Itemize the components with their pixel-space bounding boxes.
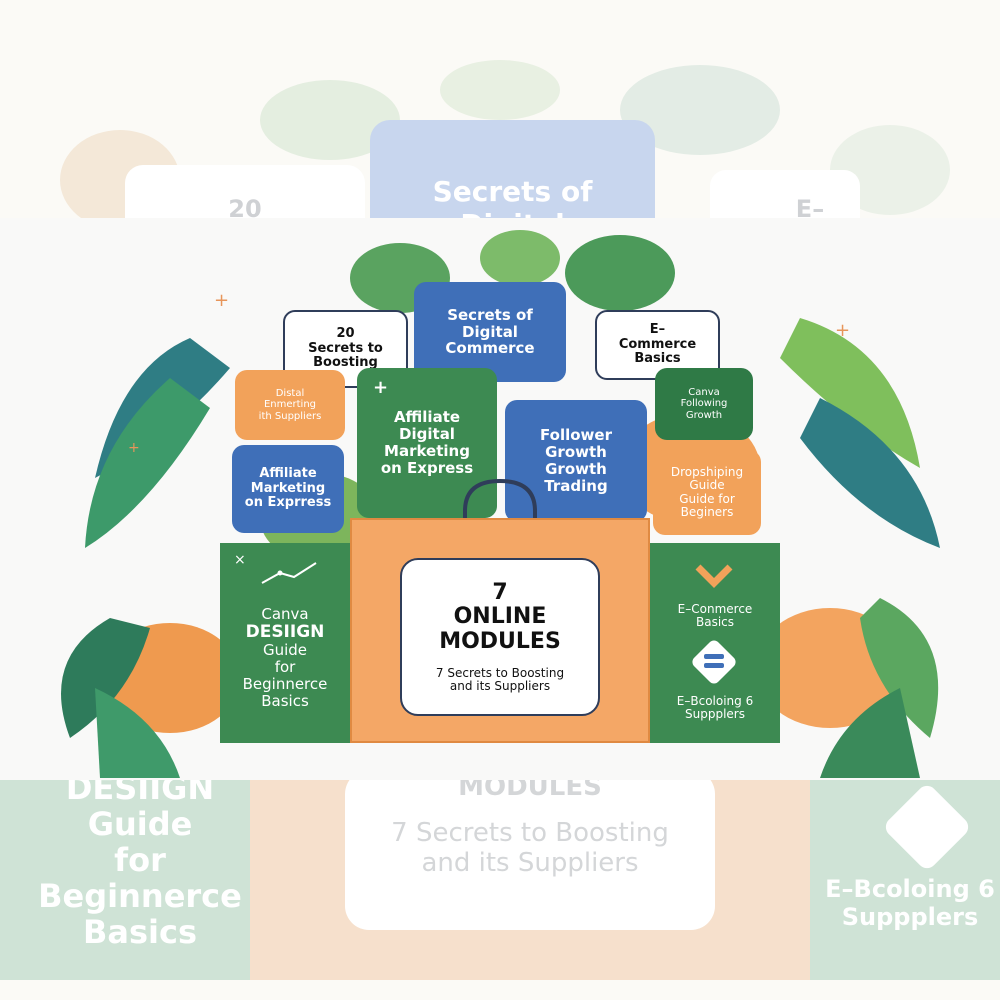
card-follower-growth: Follower Growth Growth Trading bbox=[505, 400, 647, 522]
close-icon: × bbox=[234, 552, 246, 568]
card-canva-design: × Canva DESIIGN Guide for Beginnerce Bas… bbox=[220, 543, 350, 743]
bg-bottom-right-text: E–Bcoloing 6 Suppplers bbox=[825, 875, 995, 931]
sparkle-icon: + bbox=[214, 290, 230, 311]
card-affiliate-center: + Affiliate Digital Marketing on Express bbox=[357, 368, 497, 518]
trend-line-icon bbox=[261, 562, 317, 584]
main-title-card: 7 ONLINE MODULES 7 Secrets to Boosting a… bbox=[400, 558, 600, 716]
bg-bottom-center-text: MODULES 7 Secrets to Boosting and its Su… bbox=[391, 772, 669, 878]
heart-check-icon bbox=[695, 564, 733, 588]
sparkle-icon: + bbox=[835, 320, 851, 341]
card-ebcoloing-right: E–Bcoloing 6 Suppplers bbox=[676, 693, 754, 721]
plus-icon: + bbox=[373, 377, 389, 398]
card-dropshipping: Dropshiping Guide Guide for Beginers bbox=[653, 450, 761, 535]
equals-badge-bars bbox=[704, 654, 724, 670]
bg-bottom-left-panel bbox=[0, 780, 250, 980]
card-affiliate-left: Affiliate Marketing on Exprress bbox=[232, 445, 344, 533]
card-ecommerce-right: E–Conmerce Basics bbox=[677, 601, 753, 629]
main-illustration-panel: + + + 20 Secrets to Boosting Secrets of … bbox=[0, 218, 1000, 780]
sparkle-icon: + bbox=[128, 440, 140, 456]
bg-bottom-center-card bbox=[345, 770, 715, 930]
bag-handle bbox=[463, 478, 537, 536]
card-canva-following: Canva Following Growth bbox=[655, 368, 753, 440]
card-small-orange: Distal Enmerting ith Suppliers bbox=[235, 370, 345, 440]
card-secrets-digital: Secrets of Digital Commerce bbox=[414, 282, 566, 382]
bg-bottom-left-text: DESIIGN Guide for Beginnerce Basics bbox=[38, 769, 242, 951]
foliage-back bbox=[61, 230, 940, 778]
